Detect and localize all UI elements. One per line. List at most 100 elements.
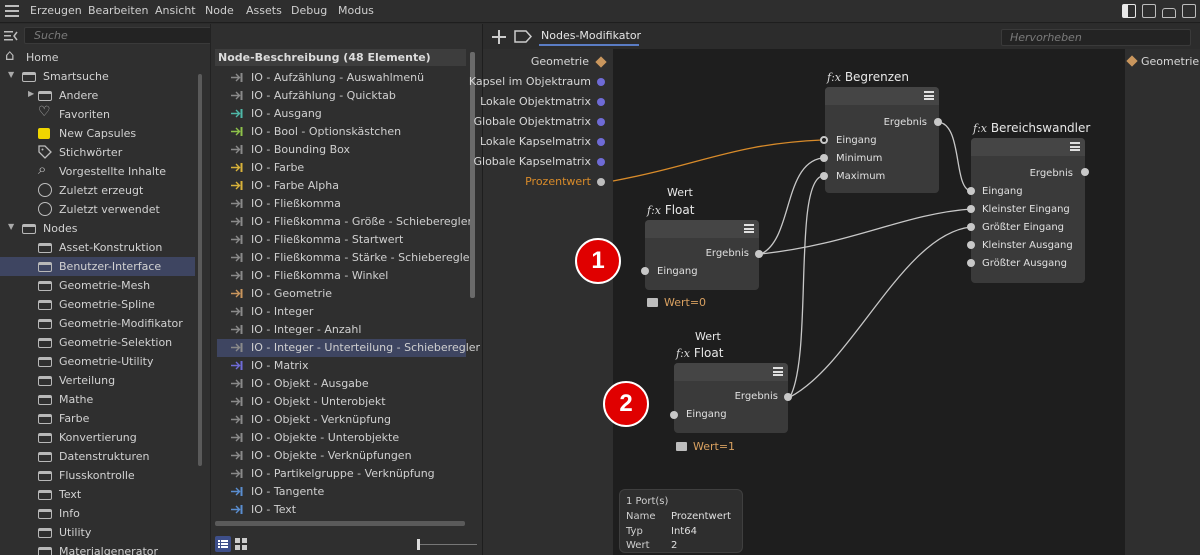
tree-item-andere[interactable]: ▶Andere [0,86,195,105]
begrenzen-header[interactable] [825,87,939,105]
bereichswandler-node[interactable]: Ergebnis Eingang Kleinster Eingang Größt… [971,138,1085,283]
node-list-item[interactable]: IO - Fließkomma - Startwert [217,231,466,249]
begrenzen-maximum-port[interactable] [820,172,828,180]
tree-item-mathe[interactable]: Mathe [0,390,195,409]
highlight-input[interactable]: Hervorheben [1001,29,1191,46]
tag-icon[interactable] [514,30,532,43]
bereichswandler-groesster-ausgang-port[interactable] [967,259,975,267]
node-list-item[interactable]: IO - Farbe Alpha [217,177,466,195]
collapse-arrow-icon[interactable]: ▶ [28,89,35,98]
thumbnail-size-slider-handle[interactable] [417,539,420,550]
menu-erzeugen[interactable]: Erzeugen [30,4,82,17]
tree-item-konvertierung[interactable]: Konvertierung [0,428,195,447]
port-dot-icon[interactable] [597,118,605,126]
expand-arrow-icon[interactable]: ▼ [8,70,15,79]
port-dot-icon[interactable] [597,138,605,146]
float2-input-port[interactable] [670,411,678,419]
node-list-item[interactable]: IO - Fließkomma - Stärke - Schieberegler [217,249,474,267]
tab-nodes-modifikator[interactable]: Nodes-Modifikator [541,29,642,42]
tree-item-farbe[interactable]: Farbe [0,409,195,428]
tree-item-asset-konstruktion[interactable]: Asset-Konstruktion [0,238,195,257]
node-list-item[interactable]: IO - Matrix [217,357,466,375]
tree-item-info[interactable]: Info [0,504,195,523]
float-node-1[interactable]: Ergebnis Eingang [645,220,759,290]
layout-left-panel-icon[interactable] [1122,4,1136,18]
float2-header[interactable] [674,363,788,381]
tree-item-datenstrukturen[interactable]: Datenstrukturen [0,447,195,466]
node-menu-icon[interactable] [924,91,934,100]
node-menu-icon[interactable] [773,367,783,376]
port-dot-icon[interactable] [597,98,605,106]
tree-item-flusskontrolle[interactable]: Flusskontrolle [0,466,195,485]
tree-scrollbar[interactable] [198,74,202,466]
bereichswandler-kleinster-ausgang-port[interactable] [967,241,975,249]
list-view-icon[interactable] [215,536,231,552]
node-list-item[interactable]: IO - Fließkomma - Größe - Schieberegler [217,213,472,231]
menu-assets[interactable]: Assets [246,4,282,17]
input-port-lokale-objektmatrix[interactable]: Lokale Objektmatrix [480,95,605,108]
menu-node[interactable]: Node [205,4,234,17]
node-list-item[interactable]: IO - Bounding Box [217,141,466,159]
node-list-item[interactable]: IO - Aufzählung - Auswahlmenü [217,69,466,87]
node-list-item[interactable]: IO - Fließkomma [217,195,466,213]
float1-input-port[interactable] [641,267,649,275]
lock-icon[interactable] [1162,8,1176,18]
bereichswandler-eingang-port[interactable] [967,187,975,195]
tree-item-home[interactable]: Home [0,46,195,67]
node-list-item[interactable]: IO - Bool - Optionskästchen [217,123,466,141]
tree-item-nodes[interactable]: ▼Nodes [0,219,195,238]
bereichswandler-header[interactable] [971,138,1085,156]
tree-item-utility[interactable]: Utility [0,523,195,542]
input-port-prozentwert[interactable]: Prozentwert [525,175,605,188]
input-port-lokale-kapselmatrix[interactable]: Lokale Kapselmatrix [480,135,605,148]
grid-view-icon[interactable] [233,536,249,552]
node-list-item[interactable]: IO - Partikelgruppe - Verknüpfung [217,465,466,483]
node-list-item[interactable]: IO - Integer [217,303,466,321]
menu-modus[interactable]: Modus [338,4,374,17]
node-list-item[interactable]: IO - Integer - Anzahl [217,321,466,339]
begrenzen-eingang-port[interactable] [820,136,828,144]
node-list-item[interactable]: IO - Objekte - Unterobjekte [217,429,466,447]
input-port-kapsel-im-objektraum[interactable]: Kapsel im Objektraum [469,75,605,88]
node-list-item[interactable]: IO - Integer - Unterteilung - Schiebereg… [217,339,480,357]
node-menu-icon[interactable] [744,224,754,233]
output-port-geometrie[interactable]: Geometrie [1125,55,1199,68]
tree-item-new-capsules[interactable]: New Capsules [0,124,195,143]
node-list-item[interactable]: IO - Tangente [217,483,466,501]
tree-item-geometrie-utility[interactable]: Geometrie-Utility [0,352,195,371]
collapse-sidebar-icon[interactable] [4,30,18,42]
node-list-item[interactable]: IO - Fließkomma - Winkel [217,267,466,285]
add-node-icon[interactable] [491,29,507,45]
node-menu-icon[interactable] [1070,142,1080,151]
thumbnail-size-slider[interactable] [419,544,477,545]
tree-item-text[interactable]: Text [0,485,195,504]
node-list-item[interactable]: IO - Objekt - Ausgabe [217,375,466,393]
tree-item-smartsuche[interactable]: ▼Smartsuche [0,67,195,86]
expand-arrow-icon[interactable]: ▼ [8,222,15,231]
input-port-geometrie[interactable]: Geometrie [531,55,607,68]
node-list-item[interactable]: IO - Ausgang [217,105,466,123]
menu-bearbeiten[interactable]: Bearbeiten [88,4,149,17]
node-list-item[interactable]: IO - Text [217,501,466,519]
node-list-item[interactable]: IO - Aufzählung - Quicktab [217,87,466,105]
float1-header[interactable] [645,220,759,238]
tree-item-favoriten[interactable]: Favoriten [0,104,195,124]
tree-item-geometrie-mesh[interactable]: Geometrie-Mesh [0,276,195,295]
tree-item-geometrie-spline[interactable]: Geometrie-Spline [0,295,195,314]
node-list-item[interactable]: IO - Objekt - Unterobjekt [217,393,466,411]
port-dot-icon[interactable] [597,158,605,166]
tree-item-materialgenerator[interactable]: Materialgenerator [0,542,195,555]
tree-item-verteilung[interactable]: Verteilung [0,371,195,390]
layout-right-panel-icon[interactable] [1142,4,1156,18]
float2-output-port[interactable] [784,393,792,401]
begrenzen-minimum-port[interactable] [820,154,828,162]
node-list-item[interactable]: IO - Objekte - Verknüpfungen [217,447,466,465]
menu-ansicht[interactable]: Ansicht [155,4,196,17]
bereichswandler-groesster-eingang-port[interactable] [967,223,975,231]
node-list-scrollbar[interactable] [470,52,475,298]
node-list-item[interactable]: IO - Objekt - Verknüpfung [217,411,466,429]
node-list-item[interactable]: IO - Geometrie [217,285,466,303]
bereichswandler-kleinster-eingang-port[interactable] [967,205,975,213]
float1-output-port[interactable] [755,250,763,258]
hamburger-menu-icon[interactable] [5,5,19,17]
